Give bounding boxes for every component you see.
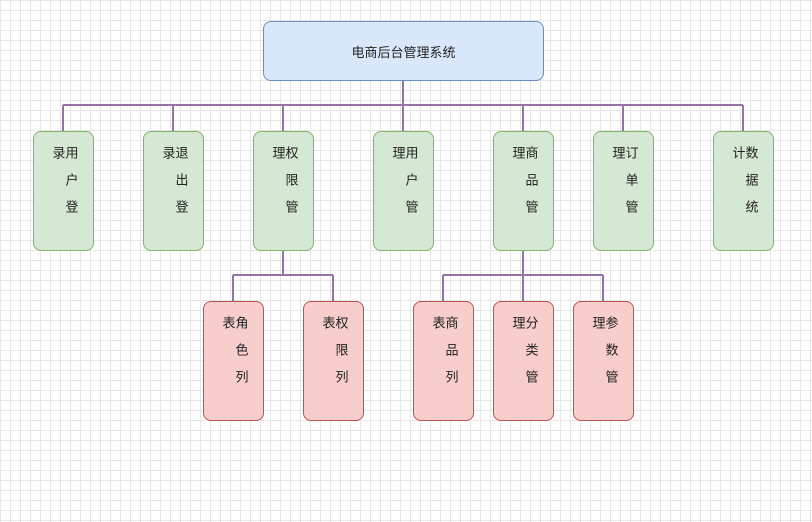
node-label: 数据统计	[729, 146, 758, 227]
node-label: 退出登录	[159, 146, 188, 227]
node-label: 商品管理	[509, 146, 538, 227]
node-label: 权限管理	[269, 146, 298, 227]
node-label: 订单管理	[609, 146, 638, 227]
node-label: 商品列表	[429, 316, 458, 397]
node-role-list[interactable]: 角色列表	[203, 301, 264, 421]
node-user-management[interactable]: 用户管理	[373, 131, 434, 251]
node-label: 参数管理	[589, 316, 618, 397]
node-label: 角色列表	[219, 316, 248, 397]
node-category-management[interactable]: 分类管理	[493, 301, 554, 421]
node-goods-list[interactable]: 商品列表	[413, 301, 474, 421]
root-node[interactable]: 电商后台管理系统	[263, 21, 544, 81]
node-logout[interactable]: 退出登录	[143, 131, 204, 251]
node-goods-management[interactable]: 商品管理	[493, 131, 554, 251]
node-label: 用户管理	[389, 146, 418, 227]
node-user-login[interactable]: 用户登录	[33, 131, 94, 251]
node-data-statistics[interactable]: 数据统计	[713, 131, 774, 251]
node-label: 分类管理	[509, 316, 538, 397]
node-label: 用户登录	[49, 146, 78, 227]
node-params-management[interactable]: 参数管理	[573, 301, 634, 421]
root-label: 电商后台管理系统	[351, 45, 456, 61]
node-permission-management[interactable]: 权限管理	[253, 131, 314, 251]
node-order-management[interactable]: 订单管理	[593, 131, 654, 251]
node-label: 权限列表	[319, 316, 348, 397]
node-permission-list[interactable]: 权限列表	[303, 301, 364, 421]
